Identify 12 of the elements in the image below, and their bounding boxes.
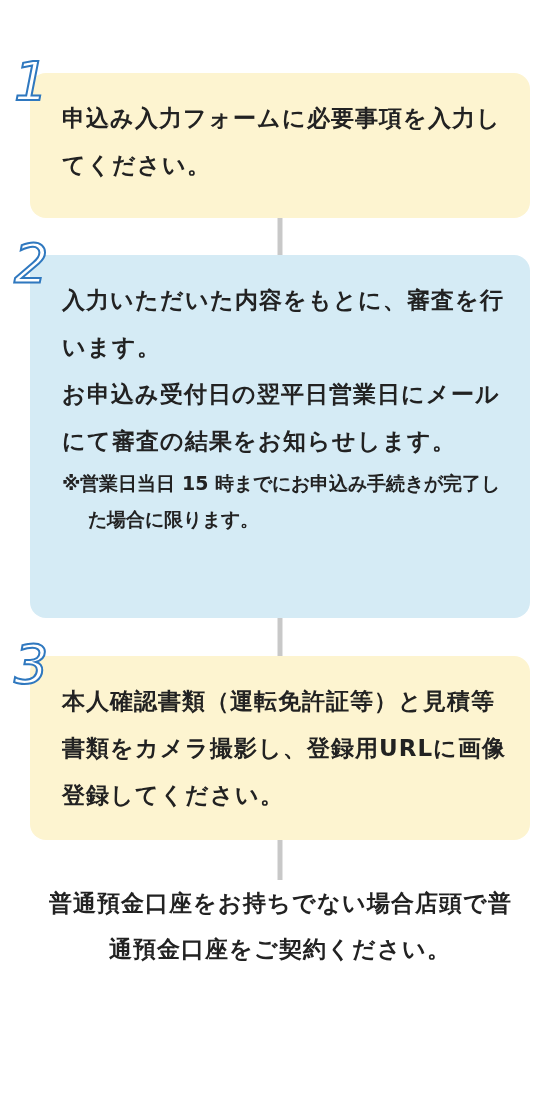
connector-line: [277, 840, 283, 880]
step-number: 3: [14, 638, 49, 692]
connector-line: [277, 618, 283, 656]
note-text: 普通預金口座をお持ちでない場合店頭で普通預金口座をご契約ください。: [40, 880, 520, 1070]
step-text: 申込み入力フォームに必要事項を入力してください。: [62, 104, 502, 180]
connector-line: [277, 218, 283, 255]
step-text: お申込み受付日の翌平日営業日にメールにて審査の結果をお知らせします。: [62, 380, 501, 456]
note-text: ※営業日当日 15 時までにお申込み手続きが完了した場合に限ります。: [62, 471, 502, 532]
step-text: 本人確認書類（運転免許証等）と見積等書類をカメラ撮影し、登録用URLに画像登録してください。: [62, 687, 508, 810]
step-text: 入力いただいた内容をもとに、審査を行います。: [62, 286, 505, 362]
step-number: 2: [14, 237, 49, 291]
step-number: 1: [14, 55, 49, 109]
